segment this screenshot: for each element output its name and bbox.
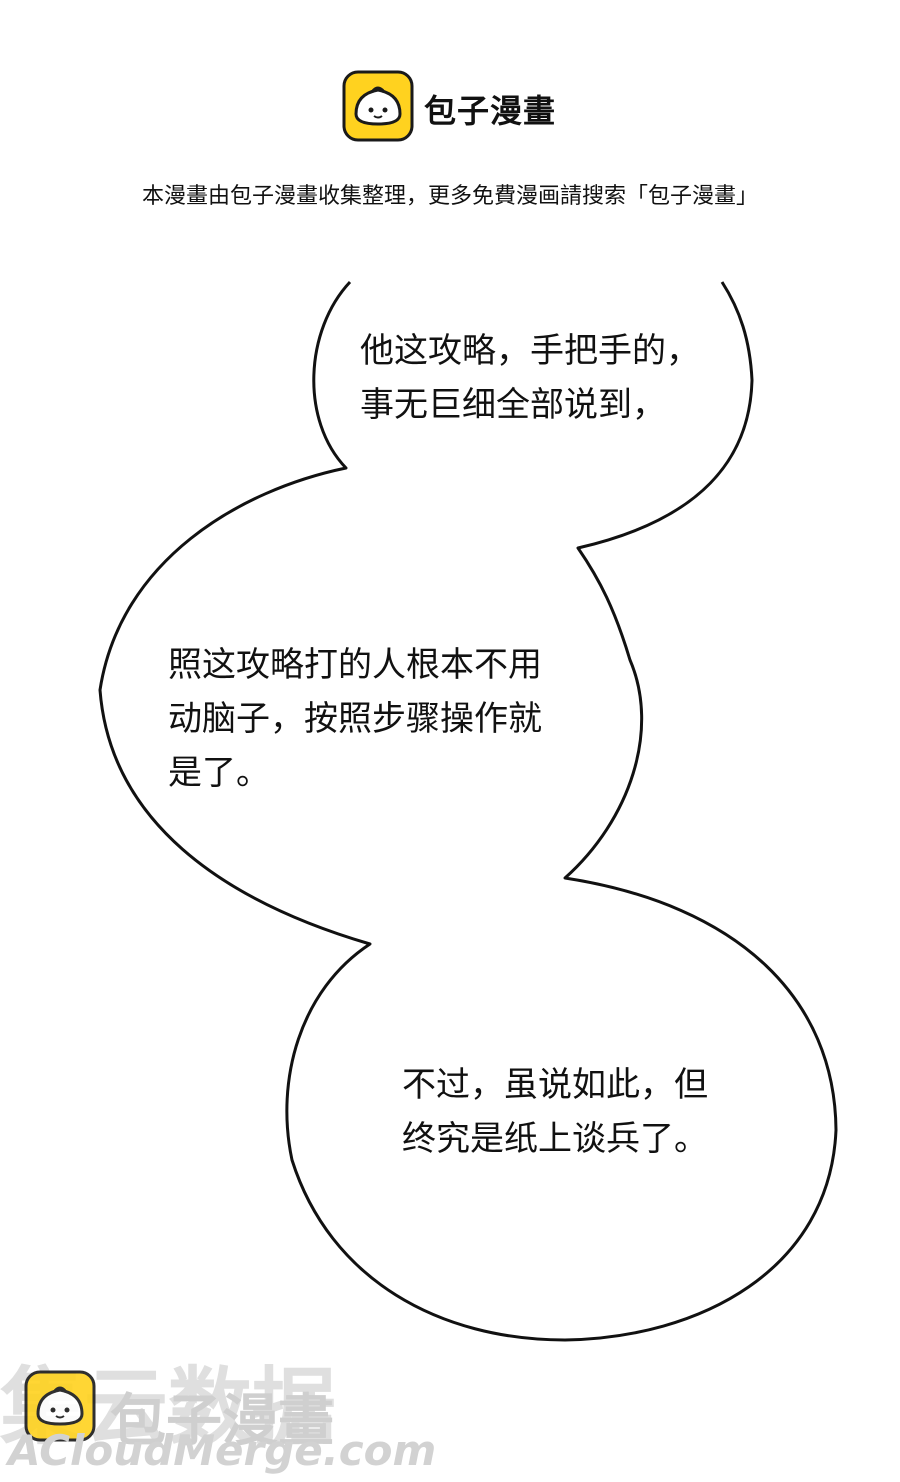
watermark-sub: 包子漫畫 bbox=[110, 1389, 334, 1454]
speech-bubble-1: 他这攻略，手把手的， 事无巨细全部说到， bbox=[360, 324, 700, 432]
dialogue-line: 照这攻略打的人根本不用 bbox=[168, 645, 542, 685]
bun-mascot-icon bbox=[342, 70, 414, 142]
watermark-url: ACloudMerge.com bbox=[8, 1426, 437, 1475]
dialogue-line: 动脑子，按照步骤操作就 bbox=[168, 699, 542, 739]
dialogue-line: 不过，虽说如此，但 bbox=[402, 1065, 708, 1105]
speech-bubble-outline bbox=[98, 280, 838, 1342]
site-header: 包子漫畫 bbox=[0, 70, 900, 142]
dialogue-line: 是了。 bbox=[168, 753, 270, 793]
brand-name: 包子漫畫 bbox=[424, 92, 557, 130]
speech-bubble-2: 照这攻略打的人根本不用 动脑子，按照步骤操作就 是了。 bbox=[168, 638, 542, 800]
speech-bubble-3: 不过，虽说如此，但 终究是纸上谈兵了。 bbox=[402, 1058, 708, 1166]
source-notice: 本漫畫由包子漫畫收集整理，更多免費漫画請搜索「包子漫畫」 bbox=[141, 184, 758, 209]
bun-mascot-icon bbox=[24, 1370, 96, 1442]
watermark: 集云数据 包子漫畫 ACloudMerge.com bbox=[0, 1340, 900, 1482]
dialogue-line: 他这攻略，手把手的， bbox=[360, 331, 700, 371]
dialogue-line: 终究是纸上谈兵了。 bbox=[402, 1119, 708, 1159]
dialogue-line: 事无巨细全部说到， bbox=[360, 385, 666, 425]
